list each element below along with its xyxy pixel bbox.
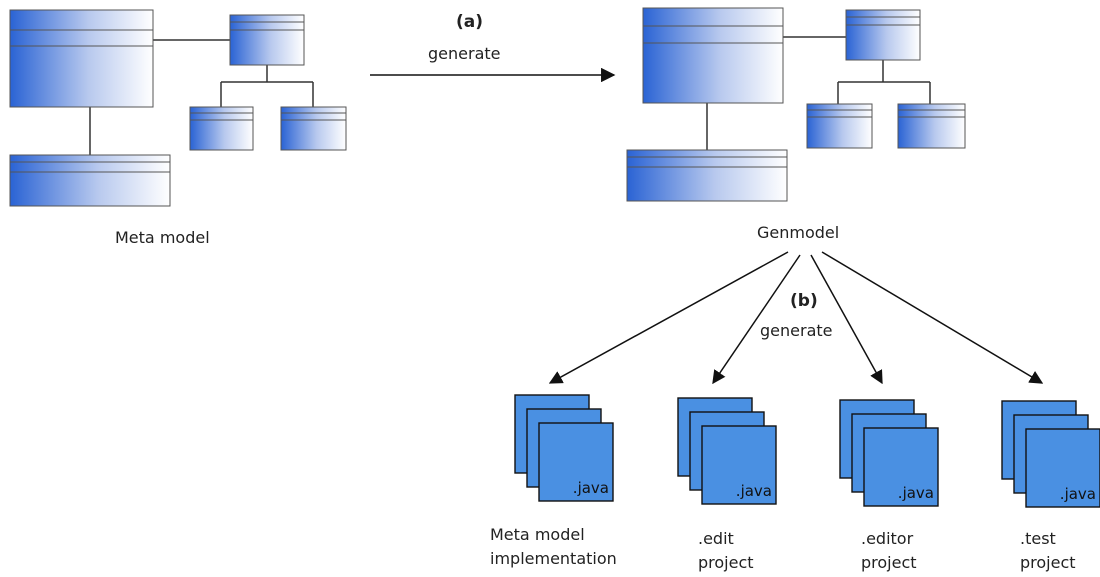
arrow-to-test xyxy=(821,251,1044,384)
class-box xyxy=(189,106,254,151)
arrow-to-edit xyxy=(712,254,801,385)
genmodel-diagram xyxy=(626,7,966,202)
class-box xyxy=(229,14,305,66)
output-label-line2: project xyxy=(698,553,754,572)
output-label-line1: Meta model xyxy=(490,525,585,544)
class-box xyxy=(9,9,154,108)
output-label-editor: .editor project xyxy=(861,527,917,575)
java-file-label: .java xyxy=(898,484,934,502)
step-b-action: generate xyxy=(760,321,833,340)
output-label-line2: project xyxy=(1020,553,1076,572)
java-file-icon xyxy=(1025,428,1100,508)
generate-arrows-b xyxy=(548,251,1044,385)
output-label-line2: project xyxy=(861,553,917,572)
meta-model-diagram xyxy=(9,9,347,207)
output-label-impl: Meta model implementation xyxy=(490,523,617,571)
class-box xyxy=(626,149,788,202)
output-label-line1: .edit xyxy=(698,529,734,548)
class-box xyxy=(642,7,784,104)
java-file-label: .java xyxy=(1060,485,1096,503)
output-label-line1: .editor xyxy=(861,529,914,548)
java-file-stack: .java xyxy=(677,397,777,505)
java-file-stack: .java xyxy=(839,399,939,507)
arrow-to-editor xyxy=(810,254,883,385)
java-file-label: .java xyxy=(573,479,609,497)
class-box xyxy=(806,103,873,149)
class-box xyxy=(845,9,921,61)
java-file-label: .java xyxy=(736,482,772,500)
arrow-to-impl xyxy=(548,251,789,384)
output-label-line1: .test xyxy=(1020,529,1056,548)
java-file-stack: .java xyxy=(514,394,614,502)
class-box xyxy=(897,103,966,149)
step-a-action: generate xyxy=(428,44,501,63)
java-file-icon xyxy=(538,422,614,502)
meta-model-caption: Meta model xyxy=(115,228,210,247)
java-file-icon xyxy=(863,427,939,507)
class-box xyxy=(280,106,347,151)
genmodel-caption: Genmodel xyxy=(757,223,840,242)
output-label-edit: .edit project xyxy=(698,527,754,575)
output-label-line2: implementation xyxy=(490,549,617,568)
step-b-label: (b) xyxy=(790,291,818,311)
step-a-label: (a) xyxy=(456,12,484,32)
java-file-icon xyxy=(701,425,777,505)
class-box xyxy=(9,154,171,207)
output-label-test: .test project xyxy=(1020,527,1076,575)
java-file-stack: .java xyxy=(1001,400,1100,508)
